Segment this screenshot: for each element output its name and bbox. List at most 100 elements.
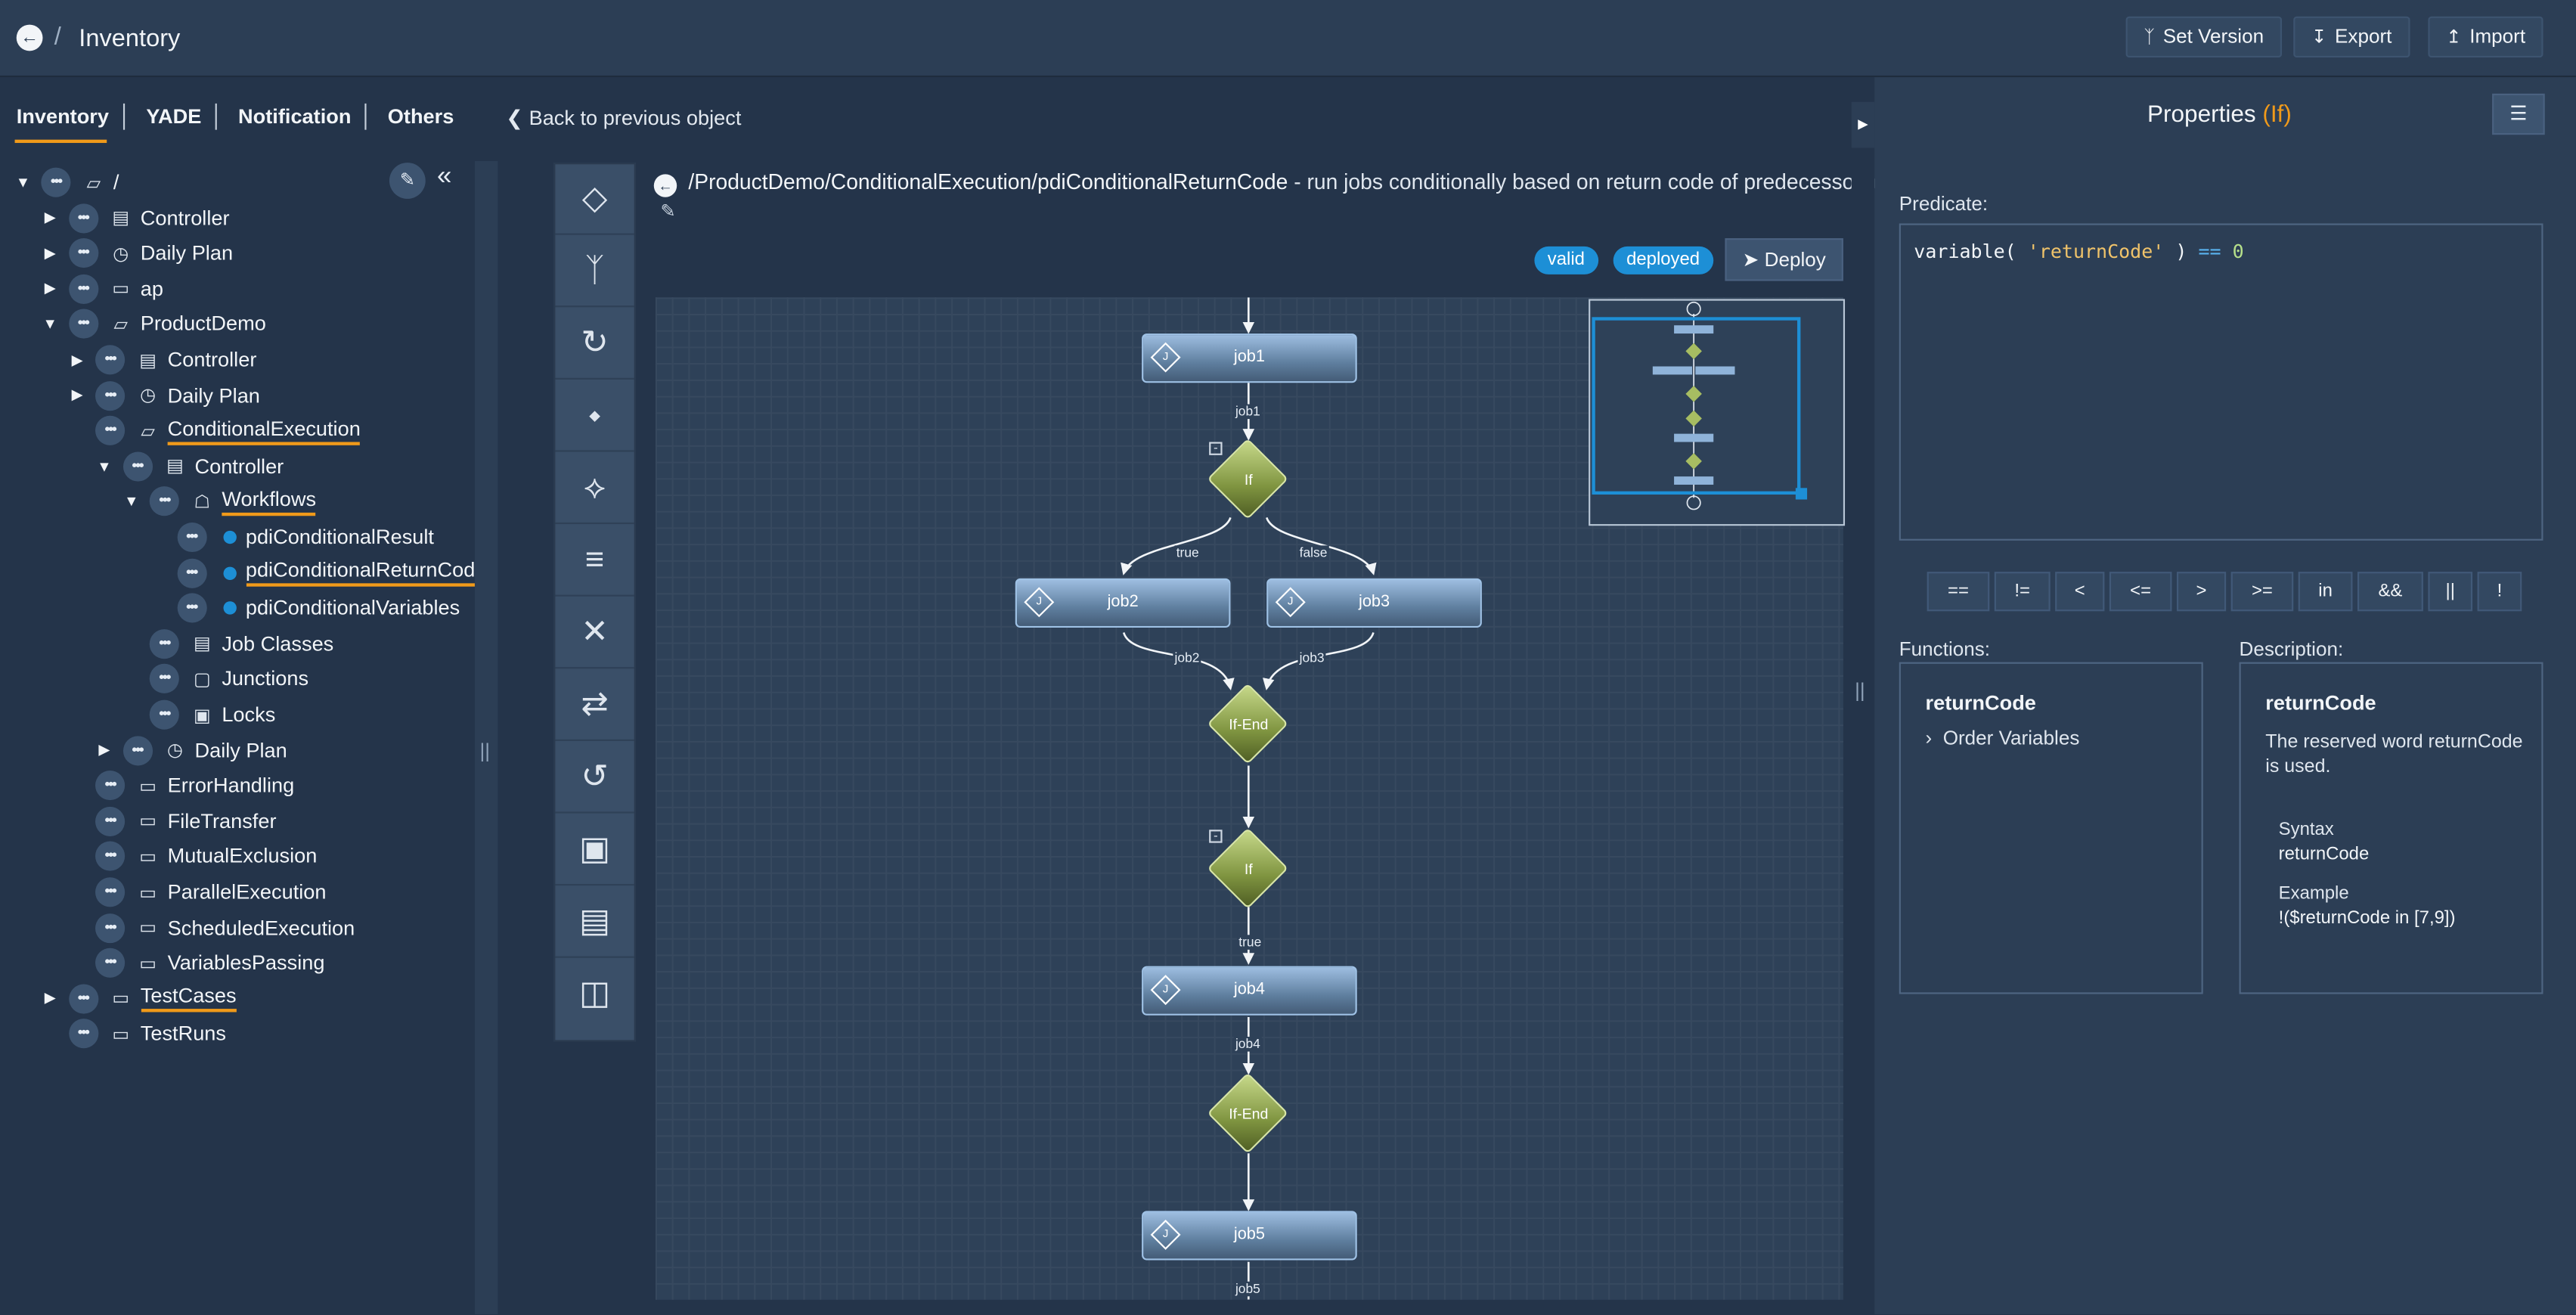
tree-item[interactable]: ▼•••▱ProductDemo (40, 308, 266, 340)
tree-item[interactable]: •••▣Locks (122, 698, 275, 730)
more-options-icon[interactable]: ••• (95, 380, 126, 411)
tree-item[interactable]: •••▭ErrorHandling (67, 769, 294, 802)
more-options-icon[interactable]: ••• (149, 628, 179, 659)
more-options-icon[interactable]: ••• (149, 699, 179, 730)
tab-yade[interactable]: YADE (146, 105, 201, 128)
tree-item[interactable]: •••▭ScheduledExecution (67, 911, 355, 944)
operator-greater-button[interactable]: > (2176, 572, 2227, 612)
more-options-icon[interactable]: ••• (41, 167, 71, 197)
order-variables-item[interactable]: › Order Variables (1926, 726, 2080, 749)
more-options-icon[interactable]: ••• (68, 309, 98, 340)
if-icon[interactable]: ⟡ (555, 454, 634, 525)
workflow-minimap[interactable] (1589, 299, 1846, 526)
prompt-icon[interactable]: ⇄ (555, 671, 634, 741)
more-options-icon[interactable]: ••• (176, 522, 206, 553)
deploy-button[interactable]: ➤ Deploy (1725, 238, 1843, 281)
tab-notification[interactable]: Notification (238, 105, 351, 128)
more-options-icon[interactable]: ••• (95, 416, 126, 446)
more-options-icon[interactable]: ••• (122, 735, 152, 765)
tree-splitter[interactable]: || (474, 160, 498, 1315)
tree-item[interactable]: •••▤Job Classes (122, 628, 333, 660)
tree-item[interactable]: ▶•••◷Daily Plan (40, 237, 233, 269)
more-options-icon[interactable]: ••• (68, 984, 98, 1014)
tree-item[interactable]: •••pdiConditionalReturnCode (149, 557, 487, 589)
operator-not-button[interactable]: ! (2477, 572, 2522, 612)
collapse-if-icon[interactable]: - (1209, 441, 1223, 455)
function-returncode[interactable]: returnCode (1925, 691, 2036, 715)
tree-item[interactable]: •••▱ConditionalExecution (67, 414, 361, 447)
minimap-viewport[interactable] (1592, 317, 1801, 495)
tree-item[interactable]: ▶•••◷Daily Plan (67, 379, 260, 411)
panel-toggle-icon[interactable]: ▶ (1851, 101, 1875, 148)
fail-icon[interactable]: ✕ (555, 598, 634, 669)
export-button[interactable]: ↧Export (2293, 16, 2410, 58)
tree-item[interactable]: ▶•••◷Daily Plan (95, 733, 287, 766)
more-options-icon[interactable]: ••• (122, 451, 152, 482)
tree-item[interactable]: ▶•••▭TestCases (40, 982, 237, 1015)
back-to-previous-link[interactable]: ❮ Back to previous object (506, 105, 741, 129)
edit-pencil-icon[interactable]: ✎ (660, 202, 676, 222)
operator-less-button[interactable]: < (2055, 572, 2105, 612)
caret-right-icon[interactable]: ▶ (44, 280, 56, 296)
caret-right-icon[interactable]: ▶ (44, 989, 56, 1006)
caret-down-icon[interactable]: ▼ (97, 457, 112, 475)
more-options-icon[interactable]: ••• (176, 593, 206, 623)
back-circle-icon[interactable]: ← (653, 174, 677, 197)
more-options-icon[interactable]: ••• (68, 203, 98, 233)
more-options-icon[interactable]: ••• (95, 948, 126, 978)
tab-inventory[interactable]: Inventory (17, 105, 109, 128)
job-icon[interactable]: ◇ (555, 164, 634, 235)
add-order-icon[interactable]: ▤ (555, 887, 634, 958)
more-options-icon[interactable]: ••• (95, 771, 126, 801)
operator-and-button[interactable]: && (2357, 572, 2423, 612)
tree-item[interactable]: ▼•••▱/ (13, 166, 119, 198)
properties-splitter[interactable]: || (1851, 77, 1875, 1315)
operator-not-equals-button[interactable]: != (1994, 572, 2051, 612)
try-icon[interactable]: ⬩ (555, 381, 634, 452)
caret-right-icon[interactable]: ▶ (44, 209, 56, 225)
import-button[interactable]: ↥Import (2428, 16, 2544, 58)
cycle-icon[interactable]: ↺ (555, 743, 634, 814)
tab-others[interactable]: Others (388, 105, 454, 128)
fork-icon[interactable]: ᛉ (555, 237, 634, 308)
more-options-icon[interactable]: ••• (176, 557, 206, 588)
more-options-icon[interactable]: ••• (95, 345, 126, 375)
caret-right-icon[interactable]: ▶ (98, 741, 110, 758)
tree-item[interactable]: ▼•••☖Workflows (122, 485, 317, 518)
finish-icon[interactable]: ≡ (555, 526, 634, 597)
back-arrow-icon[interactable]: ← (16, 24, 43, 51)
caret-down-icon[interactable]: ▼ (15, 174, 31, 191)
more-options-icon[interactable]: ••• (68, 1019, 98, 1050)
more-options-icon[interactable]: ••• (149, 486, 179, 517)
paste-icon[interactable]: ◫ (579, 975, 611, 1013)
more-options-icon[interactable]: ••• (95, 806, 126, 836)
tree-item[interactable]: •••▭TestRuns (40, 1018, 226, 1050)
caret-down-icon[interactable]: ▼ (42, 316, 57, 333)
tree-item[interactable]: ▶•••▤Controller (40, 201, 230, 234)
tree-item[interactable]: •••▢Junctions (122, 662, 308, 695)
minimap-resize-handle[interactable] (1795, 488, 1808, 500)
more-options-icon[interactable]: ••• (149, 664, 179, 694)
tree-item[interactable]: ▶•••▤Controller (67, 343, 256, 376)
tree-item[interactable]: •••▭ParallelExecution (67, 876, 327, 908)
operator-less-equal-button[interactable]: <= (2109, 572, 2172, 612)
caret-right-icon[interactable]: ▶ (44, 244, 56, 261)
more-options-icon[interactable]: ••• (95, 842, 126, 872)
caret-right-icon[interactable]: ▶ (71, 350, 83, 368)
select-object-icon[interactable]: ✎ (389, 163, 426, 199)
more-options-icon[interactable]: ••• (95, 877, 126, 907)
caret-right-icon[interactable]: ▶ (71, 386, 83, 403)
retry-icon[interactable]: ↻ (555, 309, 634, 380)
more-options-icon[interactable]: ••• (68, 238, 98, 268)
operator-equals-button[interactable]: == (1927, 572, 1990, 612)
tree-item[interactable]: ▶•••▭ap (40, 272, 163, 305)
collapse-if-icon[interactable]: - (1209, 829, 1223, 843)
operator-greater-equal-button[interactable]: >= (2230, 572, 2294, 612)
tree-item[interactable]: •••▭VariablesPassing (67, 947, 324, 979)
operator-or-button[interactable]: || (2428, 572, 2473, 612)
